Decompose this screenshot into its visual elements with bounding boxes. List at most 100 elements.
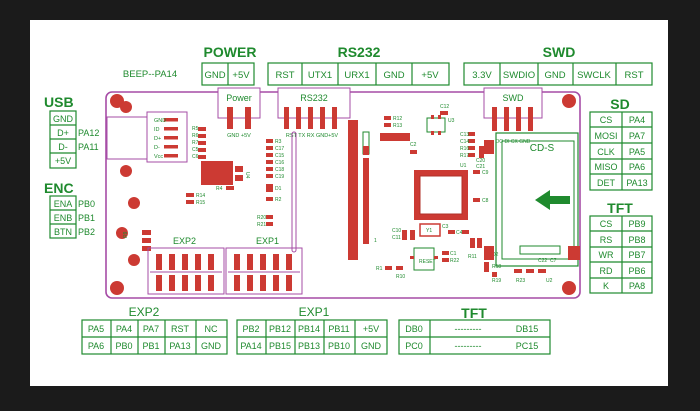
exp2-pin-pb0: PB0: [115, 341, 132, 351]
usb-silk-dplus: D+: [154, 136, 161, 142]
swd-pin-rst: RST: [625, 70, 644, 81]
exp1-pin-pb14: PB14: [298, 324, 320, 334]
ref-c18: C18: [275, 167, 284, 173]
sd-port-pa7: PA7: [629, 131, 645, 141]
ref-r22: D2: [492, 252, 499, 258]
sd-port-pa5: PA5: [629, 147, 645, 157]
sd-port-pa4: PA4: [629, 115, 645, 125]
tft-pin-wr: WR: [599, 250, 614, 260]
ref-c22: C7: [550, 258, 557, 264]
ref-r9: R9: [123, 231, 129, 238]
usb-pin-table: GND D+ D- +5V PA12 PA11: [49, 110, 99, 169]
exp1-pin-pb10: PB10: [328, 341, 350, 351]
usb-port-pa12: PA12: [78, 128, 99, 138]
tft-pin-cs: CS: [600, 219, 613, 229]
swd-pin-3v3: 3.3V: [472, 70, 492, 81]
exp1-pin-pb2: PB2: [242, 324, 259, 334]
sd-title: SD: [610, 96, 629, 112]
ref-c9: C9: [482, 170, 489, 176]
passives-lower: C10 C11 Y1 C3 C4 R11 RESET C1 R22 R1 R10: [376, 223, 557, 284]
ref-c21: R21: [257, 222, 266, 228]
exp1-pin-table: PB2 PB12 PB14 PB11 +5V PA14 PB15 PB13 PB…: [236, 319, 388, 355]
tft-bottom-dash-1: ---------: [455, 324, 482, 334]
ref-r6: R6: [192, 133, 199, 139]
tft-port-pa8: PA8: [629, 281, 645, 291]
ref-r3: R3: [275, 139, 282, 145]
power-title: POWER: [204, 44, 257, 60]
swd-pin-gnd: GND: [544, 70, 565, 81]
swd-silk-label: SWD: [503, 93, 524, 103]
exp1-connector: EXP1: [225, 236, 303, 295]
exp2-connector: EXP2: [147, 236, 225, 295]
tft-bottom-dash-2: ---------: [455, 341, 482, 351]
ref-r21: C21: [476, 164, 485, 170]
usb-pin-dplus: D+: [57, 128, 69, 138]
enc-title: ENC: [44, 180, 74, 196]
tft-bottom-title: TFT: [461, 305, 487, 321]
exp2-pin-table: PA5 PA4 PA7 RST NC PA6 PB0 PB1 PA13 GND: [81, 319, 228, 355]
sd-card-socket: CD-S: [484, 132, 580, 267]
fpc-pin-one: 1: [374, 238, 377, 244]
sd-pin-table: CS MOSI CLK MISO DET PA4 PA7 PA5 PA6 PA1…: [589, 111, 653, 191]
swd-title: SWD: [543, 44, 576, 60]
exp2-pin-pa7: PA7: [143, 324, 159, 334]
ref-c15: C15: [275, 153, 284, 159]
tft-port-pb8: PB8: [628, 235, 645, 245]
exp1-silk-label: EXP1: [256, 236, 279, 246]
ref-c2: C2: [410, 142, 417, 148]
ref-r1: R1: [376, 266, 383, 272]
sd-pin-cs: CS: [600, 115, 613, 125]
ref-c13: C13: [460, 132, 469, 138]
power-pin-table: GND +5V: [201, 62, 255, 86]
exp1-pin-pb12: PB12: [269, 324, 291, 334]
ref-r11: R22: [450, 258, 459, 264]
ref-c17: C17: [275, 146, 284, 152]
passives-mid: R3 C17 C15 C16 C18 C19 D1 R2 R20 R21: [257, 131, 297, 253]
rs232-pin-5v: +5V: [421, 70, 439, 81]
rs232-silk-pins: RST TX RX GND+5V: [286, 133, 339, 139]
ref-c19: C19: [275, 174, 284, 180]
tft-port-pb6: PB6: [628, 266, 645, 276]
usb-pin-dminus: D-: [58, 142, 68, 152]
ref-r17: R17: [460, 153, 469, 159]
beep-label: BEEP--PA14: [123, 69, 177, 80]
ref-c14: C14: [460, 139, 469, 145]
pinout-diagram: POWER GND +5V RS232 RST UTX1 URX1 GND +5…: [30, 20, 668, 386]
rs232-connector: RS232 RST TX RX GND+5V: [277, 87, 351, 139]
ref-r4: R4: [216, 186, 223, 192]
exp2-silk-label: EXP2: [173, 236, 196, 246]
usb-silk-dminus: D-: [154, 145, 160, 151]
exp1-pin-pb13: PB13: [298, 341, 320, 351]
exp1-pin-pb11: PB11: [328, 324, 349, 334]
tft-port-pb9: PB9: [628, 219, 645, 229]
ref-r2: R2: [275, 197, 282, 203]
ref-c20: R20: [257, 215, 266, 221]
ref-r7: R7: [192, 140, 199, 146]
usb-silk-vcc: Vcc: [154, 154, 163, 160]
tft-port-pb7: PB7: [628, 250, 645, 260]
regulator-u4: U4 R4: [201, 161, 250, 192]
exp1-title: EXP1: [299, 305, 330, 319]
ref-reset: R23: [516, 278, 525, 284]
rs232-title: RS232: [338, 44, 381, 60]
ref-r23: R18: [492, 264, 501, 270]
ref-c16: C16: [275, 160, 284, 166]
exp2-title: EXP2: [129, 305, 160, 319]
enc-port-pb1: PB1: [78, 213, 95, 223]
ref-u1: U1: [460, 163, 467, 169]
exp2-pin-pa5: PA5: [88, 324, 104, 334]
cds-silk-label: CD-S: [530, 143, 555, 154]
usb-port-pa11: PA11: [78, 142, 99, 152]
enc-port-pb0: PB0: [78, 199, 95, 209]
exp2-pin-pa13: PA13: [169, 341, 190, 351]
usb-connector: GND ID D+ D- Vcc: [106, 101, 188, 177]
swd-pin-swdio: SWDIO: [503, 70, 535, 81]
ref-c11: C11: [392, 235, 401, 241]
exp1-pin-pa14: PA14: [240, 341, 261, 351]
tft-pin-rs: RS: [600, 235, 613, 245]
ref-u2: RESET: [419, 259, 436, 265]
tft-bottom-db15: DB15: [516, 324, 539, 334]
exp2-pin-pa4: PA4: [116, 324, 132, 334]
ref-r13: R13: [393, 123, 402, 129]
passives-top-mid: R12 R13 C12 U3 C2: [380, 104, 455, 154]
